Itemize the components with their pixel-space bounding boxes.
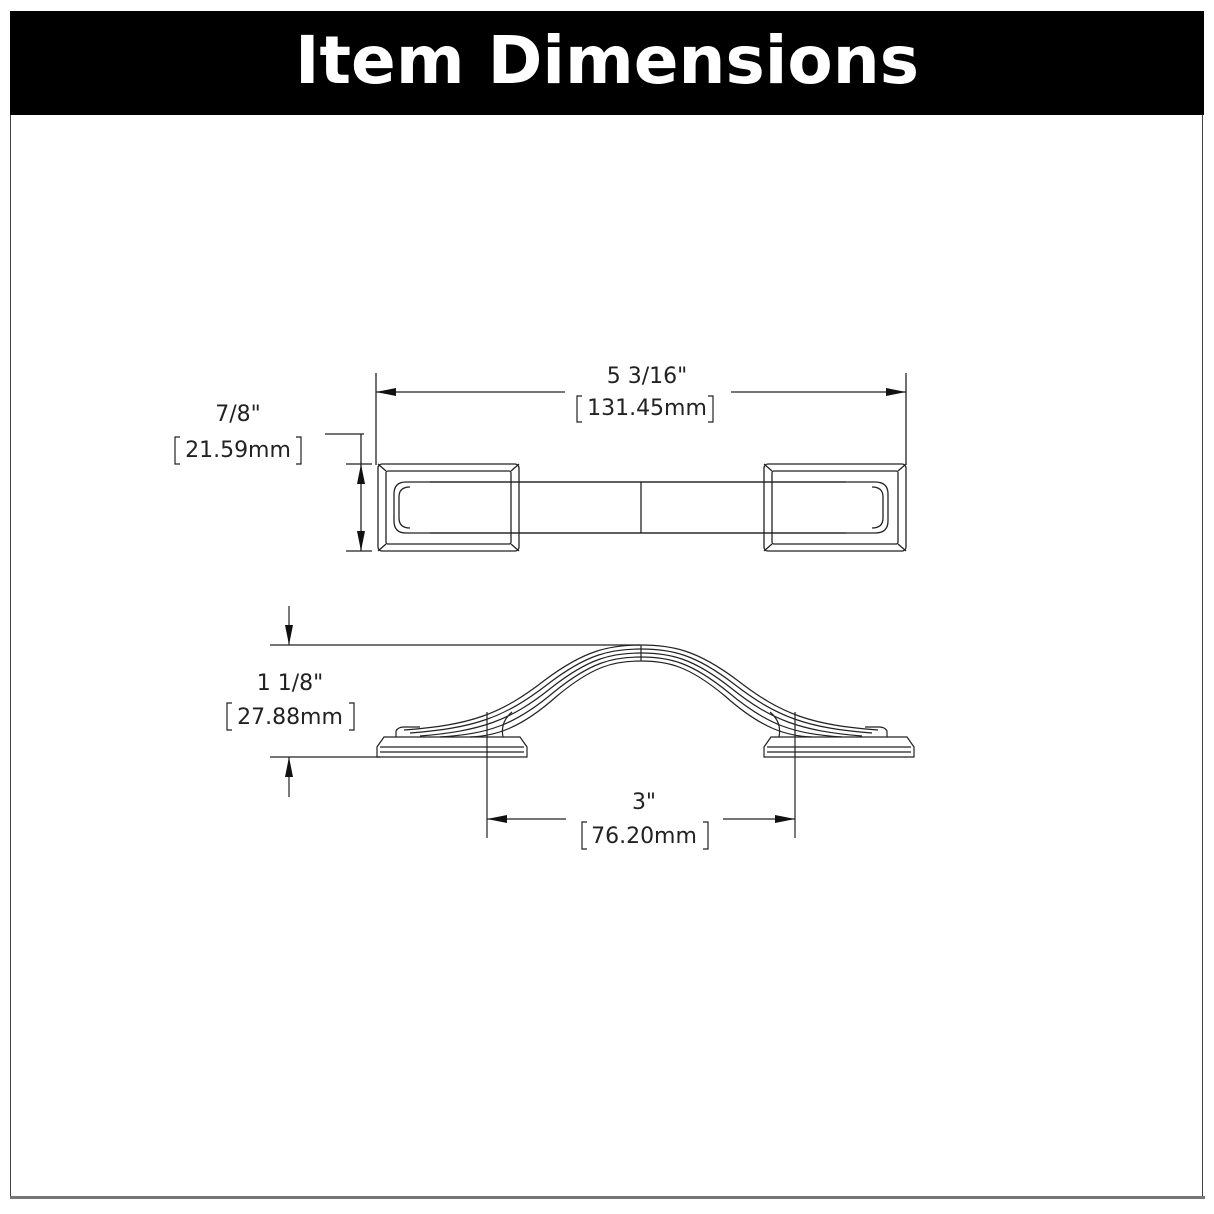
left-base-plate	[377, 463, 520, 552]
right-base-plate	[763, 463, 907, 552]
c2c-imperial-label: 3"	[632, 790, 656, 815]
projection-imperial-label: 1 1/8"	[257, 671, 324, 696]
side-view	[270, 606, 915, 838]
dimension-labels: 5 3/16" 131.45mm 7/8" 21.59mm 1 1/8" 27.…	[174, 364, 714, 850]
projection-metric-label: 27.88mm	[237, 705, 343, 730]
c2c-metric-label: 76.20mm	[591, 824, 697, 849]
top-view	[325, 373, 907, 552]
width-imperial-label: 7/8"	[215, 402, 261, 427]
length-imperial-label: 5 3/16"	[607, 364, 688, 389]
length-metric-label: 131.45mm	[587, 396, 707, 421]
handle-bar-right-part	[430, 481, 889, 534]
right-base-plate-inner	[771, 470, 899, 545]
handle-bar-left-part	[393, 481, 846, 534]
right-foot	[763, 736, 915, 758]
header-bar: Item Dimensions	[10, 11, 1204, 115]
drawing-frame	[10, 11, 1203, 1198]
left-foot	[376, 736, 528, 758]
left-base-plate-inner	[385, 470, 512, 545]
page-title: Item Dimensions	[294, 22, 920, 99]
width-metric-label: 21.59mm	[185, 438, 291, 463]
frame-bottom-edge	[10, 1196, 1205, 1199]
